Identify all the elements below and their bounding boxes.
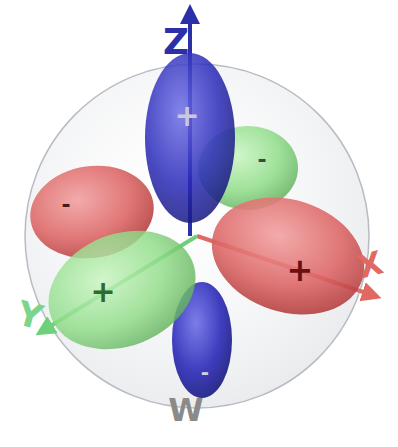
sign-label: - — [61, 194, 70, 216]
axis-label: Z — [163, 24, 189, 60]
sign-label: + — [287, 254, 314, 286]
axis-label: W — [168, 394, 203, 426]
sign-label: + — [174, 101, 199, 131]
axis-label: Y — [14, 295, 47, 334]
sign-label: + — [90, 277, 115, 307]
sign-label: - — [257, 149, 266, 171]
sign-label: - — [201, 362, 209, 382]
